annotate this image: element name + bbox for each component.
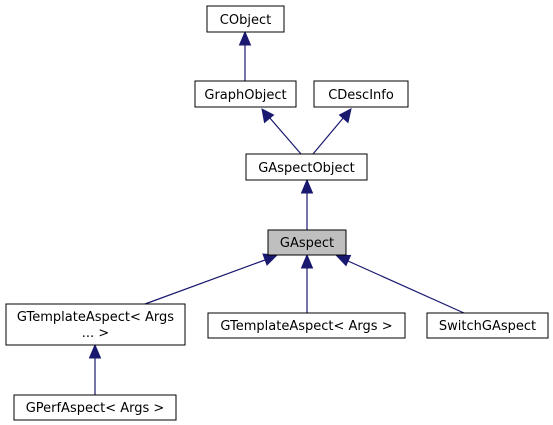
node-gaspectobject-label: GAspectObject [258,161,355,176]
node-gaspectobject-box [245,153,368,181]
node-gtemplateaspect-variadic[interactable]: GTemplateAspect< Args ... > [5,303,186,346]
node-switchgaspect[interactable]: SwitchGAspect [426,312,549,339]
node-cdescinfo[interactable]: CDescInfo [313,80,409,108]
node-gtemplateaspect-label: GTemplateAspect< Args > [220,319,392,334]
node-gperfaspect-box [13,394,177,421]
node-gtemplateaspect[interactable]: GTemplateAspect< Args > [207,312,406,339]
node-gaspectobject[interactable]: GAspectObject [245,153,368,181]
edge-gtemplateaspect-variadic-to-gaspect [144,253,279,305]
inheritance-edges [88,30,465,395]
node-cobject[interactable]: CObject [206,5,285,33]
node-gtemplateaspect-variadic-box [5,303,186,346]
class-nodes: CObject GraphObject CDescInfo GAspectObj… [5,5,549,421]
node-cdescinfo-box [313,80,409,108]
node-switchgaspect-label: SwitchGAspect [439,319,536,334]
node-gaspect-box [267,229,347,256]
edge-switchgaspect-to-gaspect [334,254,465,314]
node-switchgaspect-box [426,312,549,339]
edge-gperfaspect-to-gtemplateaspect-variadic [88,343,102,395]
edge-gaspectobject-to-graphobject [261,108,302,155]
node-gtemplateaspect-variadic-label-line1: GTemplateAspect< Args [17,310,174,325]
node-gperfaspect[interactable]: GPerfAspect< Args > [13,394,177,421]
node-graphobject[interactable]: GraphObject [194,80,297,108]
edge-gaspectobject-to-cdescinfo [312,108,352,155]
node-gtemplateaspect-box [207,312,406,339]
edge-gtemplateaspect-to-gaspect [300,253,314,313]
node-gperfaspect-label: GPerfAspect< Args > [26,401,165,416]
node-graphobject-box [194,80,297,108]
node-gaspect[interactable]: GAspect [267,229,347,256]
node-graphobject-label: GraphObject [204,88,286,103]
node-cdescinfo-label: CDescInfo [328,88,394,103]
edge-gaspect-to-gaspectobject [300,178,314,230]
node-cobject-label: CObject [220,13,271,28]
node-gaspect-label: GAspect [280,236,334,251]
edge-graphobject-to-cobject [238,30,252,81]
node-gtemplateaspect-variadic-label-line2: ... > [82,326,109,341]
node-cobject-box [206,5,285,33]
